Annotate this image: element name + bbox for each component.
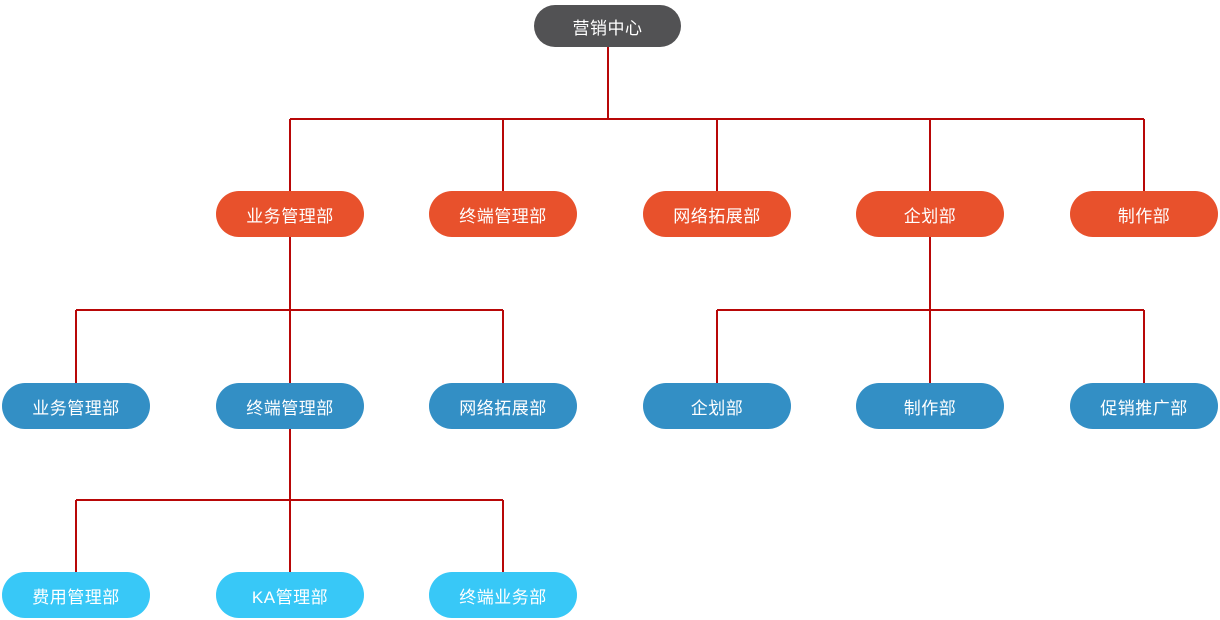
- node-terminal-mgmt-dept-l3: 终端管理部: [216, 383, 364, 429]
- node-terminal-mgmt-dept-l2: 终端管理部: [429, 191, 577, 237]
- connector-terminal-mgmt-children: [75, 429, 504, 572]
- connector-planning-children: [716, 237, 1145, 383]
- node-promotion-dept-l3: 促销推广部: [1070, 383, 1218, 429]
- node-production-dept-l2: 制作部: [1070, 191, 1218, 237]
- node-marketing-center: 营销中心: [534, 5, 681, 47]
- connector-root-to-level2: [289, 47, 1145, 191]
- node-network-expansion-dept-l3: 网络拓展部: [429, 383, 577, 429]
- node-planning-dept-l2: 企划部: [856, 191, 1004, 237]
- connector-business-mgmt-children: [75, 237, 504, 383]
- node-planning-dept-l3: 企划部: [643, 383, 791, 429]
- node-business-mgmt-dept-l2: 业务管理部: [216, 191, 364, 237]
- node-ka-mgmt-dept-l4: KA管理部: [216, 572, 364, 618]
- node-production-dept-l3: 制作部: [856, 383, 1004, 429]
- node-expense-mgmt-dept-l4: 费用管理部: [2, 572, 150, 618]
- node-terminal-business-dept-l4: 终端业务部: [429, 572, 577, 618]
- node-business-mgmt-dept-l3: 业务管理部: [2, 383, 150, 429]
- node-network-expansion-dept-l2: 网络拓展部: [643, 191, 791, 237]
